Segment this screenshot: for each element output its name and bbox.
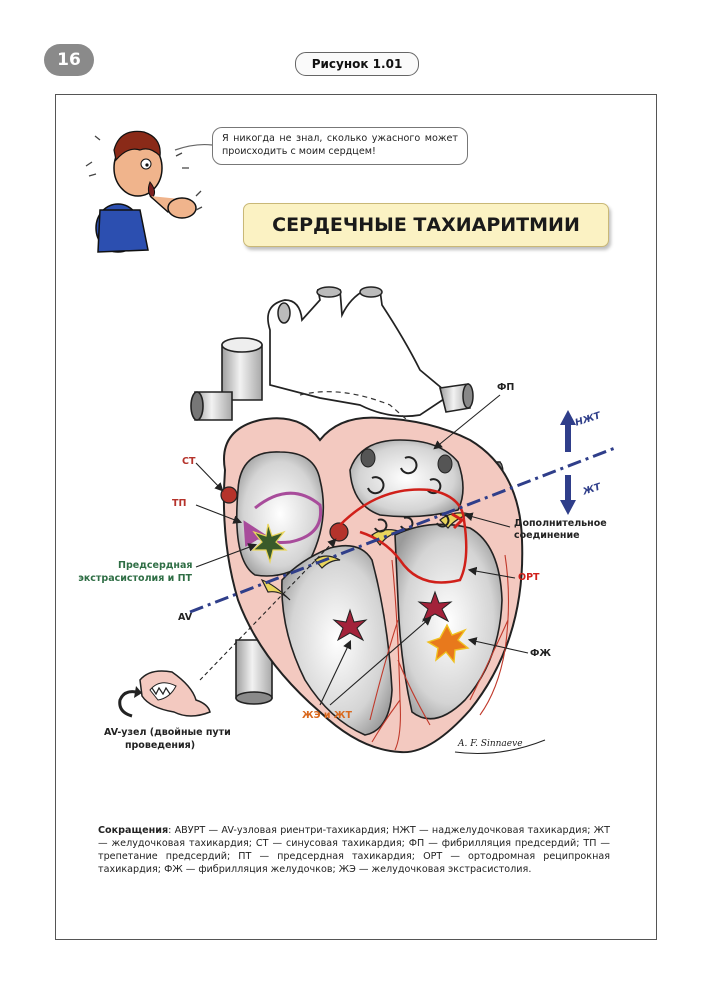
av-node-inset bbox=[118, 670, 211, 718]
label-accessory-line1: Дополнительное bbox=[514, 518, 607, 529]
signature-flourish bbox=[454, 739, 546, 754]
callout-arrows bbox=[195, 394, 529, 706]
label-tp: ТП bbox=[172, 498, 187, 509]
sinus-node bbox=[220, 486, 238, 504]
worried-man-illustration bbox=[85, 130, 213, 253]
label-st: СТ bbox=[182, 456, 196, 467]
label-zhe-zht: ЖЭ и ЖТ bbox=[302, 710, 352, 721]
figure-label: Рисунок 1.01 bbox=[295, 52, 419, 76]
vf-burst-icon bbox=[426, 623, 470, 664]
label-accessory-line2: соединение bbox=[514, 530, 580, 541]
abbreviations-block: Сокращения: АВУРТ — AV-узловая риентри-т… bbox=[98, 824, 610, 876]
ventricular-ectopic-star-2 bbox=[417, 590, 453, 623]
label-ort: ОРТ bbox=[518, 572, 540, 583]
page-number: 16 bbox=[44, 44, 94, 76]
av-node bbox=[329, 522, 349, 542]
speech-bubble: Я никогда не знал, сколько ужасного може… bbox=[212, 127, 468, 165]
atrial-ectopic-star bbox=[251, 523, 288, 565]
label-pe-line2: экстрасистолия и ПТ bbox=[78, 573, 192, 584]
pulmonary-vein-openings bbox=[360, 448, 453, 474]
label-av-node-line2: проведения) bbox=[124, 740, 196, 751]
accessory-pathway bbox=[451, 512, 465, 530]
label-av: AV bbox=[178, 612, 193, 623]
svt-vt-arrows bbox=[560, 410, 576, 515]
abbreviations-heading: Сокращения bbox=[98, 825, 169, 836]
abbreviations-text: : АВУРТ — AV-узловая риентри-тахикардия;… bbox=[98, 825, 610, 875]
right-ventricle bbox=[281, 544, 393, 736]
coronary-vessels bbox=[369, 554, 510, 751]
ort-reentry-circuit bbox=[339, 488, 468, 584]
signature: A. F. Sinnaeve bbox=[458, 739, 523, 749]
label-fp: ФП bbox=[497, 382, 515, 393]
label-av-node-line1: AV-узел (двойные пути bbox=[104, 727, 231, 738]
page-title: СЕРДЕЧНЫЕ ТАХИАРИТМИИ bbox=[243, 203, 609, 247]
label-fzh: ФЖ bbox=[530, 648, 552, 659]
figure-frame bbox=[55, 94, 657, 940]
label-pe-line1: Предсердная bbox=[118, 560, 193, 571]
ventricular-ectopic-star bbox=[332, 608, 368, 642]
av-plane-line bbox=[189, 446, 616, 614]
